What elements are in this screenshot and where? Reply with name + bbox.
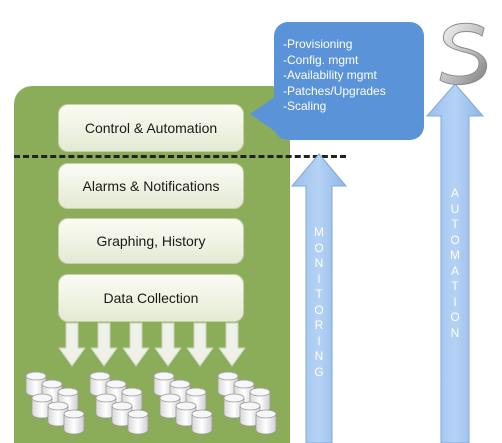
storage-drum-icon (95, 393, 117, 419)
bubble-item: -Provisioning (283, 37, 353, 51)
down-arrow (58, 322, 86, 367)
layer-label: Control & Automation (84, 120, 218, 136)
monitoring-letter: O (314, 240, 324, 255)
bubble-item: -Config. mgmt (283, 52, 359, 67)
storage-drum-icon (255, 409, 277, 435)
down-arrow (154, 322, 182, 367)
automation-tasks-bubble: -Provisioning -Config. mgmt -Availabilit… (274, 22, 424, 140)
monitoring-letter: G (314, 364, 324, 379)
automation-letter: A (450, 263, 459, 278)
monitoring-letter: M (314, 225, 324, 239)
storage-drum-icon (25, 371, 47, 397)
bubble-item: -Availability mgmt (283, 68, 377, 82)
automation-letter: M (450, 248, 460, 262)
monitoring-arrow (290, 153, 348, 443)
automation-letter: T (451, 217, 459, 231)
storage-drum-icon (239, 401, 261, 427)
automation-letter: O (450, 232, 460, 247)
storage-drum-icon (191, 409, 213, 435)
storage-drum-icon (63, 409, 85, 435)
layer-label: Data Collection (103, 290, 199, 306)
down-arrow (218, 322, 246, 367)
s-ribbon-logo-icon (439, 22, 488, 86)
monitoring-letter: I (317, 333, 321, 348)
storage-drum-icon (31, 393, 53, 419)
bubble-item: -Scaling (283, 99, 327, 113)
monitoring-letter: I (317, 271, 321, 286)
monitoring-letter: O (314, 302, 324, 317)
down-arrow (90, 322, 118, 367)
monitoring-letter: R (314, 318, 324, 332)
automation-letter: N (450, 325, 460, 340)
automation-label: A U T O M A T I O N (449, 186, 461, 341)
automation-letter: U (450, 201, 460, 216)
monitoring-letter: N (314, 256, 324, 270)
monitoring-letter: T (315, 287, 323, 301)
automation-letter: O (450, 310, 460, 324)
bubble-tail (250, 96, 276, 132)
storage-drum-icon (89, 371, 111, 397)
automation-letter: T (451, 279, 459, 293)
separator-dashed-line (14, 155, 346, 158)
layer-data-collection: Data Collection (58, 274, 244, 322)
storage-drum-icon (105, 379, 127, 405)
automation-letter: I (453, 294, 457, 309)
layer-alarms-notifications: Alarms & Notifications (58, 163, 244, 209)
layer-graphing-history: Graphing, History (58, 218, 244, 264)
bubble-item: -Patches/Upgrades (283, 83, 386, 98)
storage-drum-icon (127, 409, 149, 435)
down-arrow (186, 322, 214, 367)
storage-drum-icon (111, 401, 133, 427)
automation-arrow (425, 83, 485, 443)
layer-control-automation: Control & Automation (58, 104, 244, 152)
layer-label: Graphing, History (96, 233, 206, 249)
storage-drum-icon (159, 393, 181, 419)
layer-label: Alarms & Notifications (82, 178, 220, 194)
down-arrow (122, 322, 150, 367)
automation-letter: A (450, 186, 459, 200)
monitoring-label: M O N I T O R I N G (313, 225, 325, 380)
monitoring-letter: N (314, 349, 324, 363)
